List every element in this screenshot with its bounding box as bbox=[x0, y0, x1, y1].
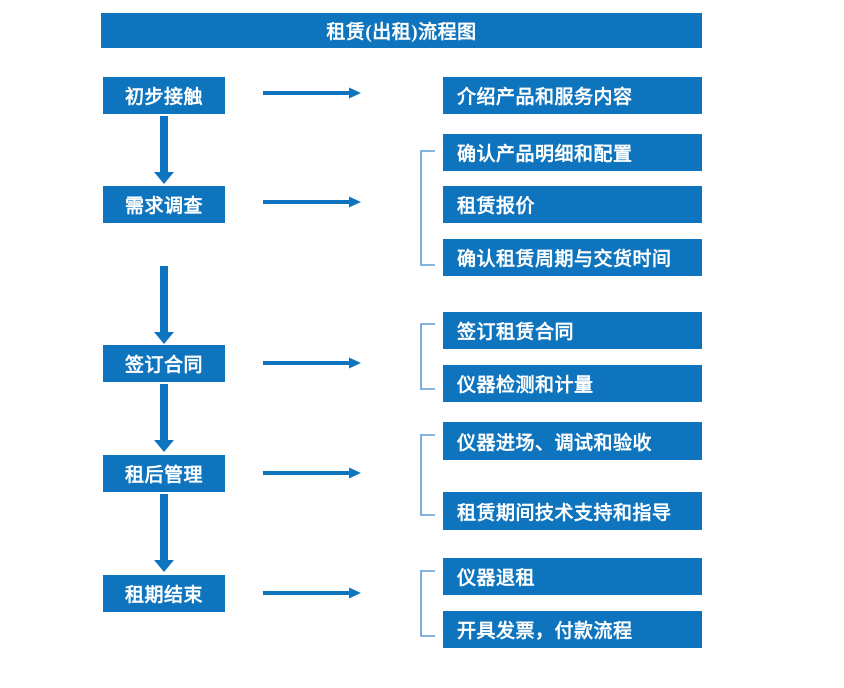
detail-box-2-2[interactable]: 租赁报价 bbox=[443, 186, 702, 223]
down-arrow-icon-2 bbox=[153, 266, 175, 344]
detail-box-5-1[interactable]: 仪器退租 bbox=[443, 558, 702, 595]
grouping-bracket-4 bbox=[420, 434, 436, 516]
right-arrow-icon-2 bbox=[263, 195, 361, 209]
right-arrow-icon-5 bbox=[263, 586, 361, 600]
grouping-bracket-5 bbox=[420, 570, 436, 637]
detail-box-5-2[interactable]: 开具发票，付款流程 bbox=[443, 611, 702, 648]
detail-box-1-1[interactable]: 介绍产品和服务内容 bbox=[443, 77, 702, 114]
right-arrow-icon-4 bbox=[263, 466, 361, 480]
stage-box-1[interactable]: 初步接触 bbox=[103, 77, 225, 114]
right-arrow-icon-1 bbox=[263, 86, 361, 100]
down-arrow-icon-4 bbox=[153, 494, 175, 572]
detail-box-2-1[interactable]: 确认产品明细和配置 bbox=[443, 134, 702, 171]
stage-box-5[interactable]: 租期结束 bbox=[103, 575, 225, 612]
detail-box-4-2[interactable]: 租赁期间技术支持和指导 bbox=[443, 492, 702, 530]
right-arrow-icon-3 bbox=[263, 356, 361, 370]
stage-box-2[interactable]: 需求调查 bbox=[103, 186, 225, 223]
detail-box-4-1[interactable]: 仪器进场、调试和验收 bbox=[443, 422, 702, 460]
down-arrow-icon-3 bbox=[153, 384, 175, 452]
grouping-bracket-2 bbox=[420, 150, 436, 266]
down-arrow-icon-1 bbox=[153, 116, 175, 184]
stage-box-3[interactable]: 签订合同 bbox=[103, 345, 225, 382]
grouping-bracket-3 bbox=[420, 323, 436, 390]
flowchart-title: 租赁(出租)流程图 bbox=[101, 13, 702, 48]
detail-box-3-2[interactable]: 仪器检测和计量 bbox=[443, 365, 702, 402]
stage-box-4[interactable]: 租后管理 bbox=[103, 455, 225, 492]
detail-box-2-3[interactable]: 确认租赁周期与交货时间 bbox=[443, 239, 702, 276]
detail-box-3-1[interactable]: 签订租赁合同 bbox=[443, 312, 702, 349]
